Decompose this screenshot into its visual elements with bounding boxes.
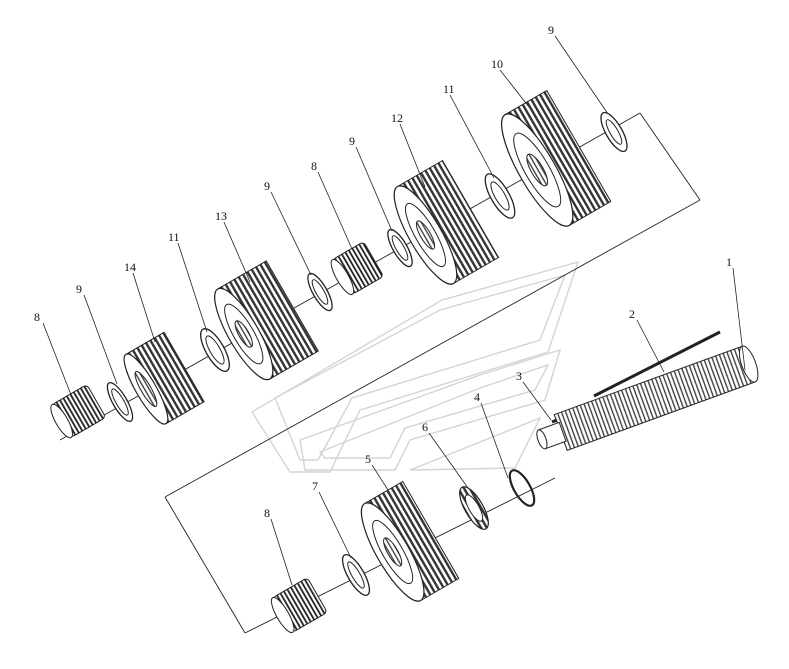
part-2-key-bar [593,330,721,398]
part-7-thrust-washer [341,554,371,596]
part-12-gear [393,159,500,285]
callout-8b: 8 [311,159,317,173]
callout-13: 13 [215,209,227,223]
part-3-pin [551,418,558,424]
callout-11a: 11 [168,230,180,244]
callout-7: 7 [312,479,318,493]
callout-9b: 9 [264,179,270,193]
callout-5: 5 [365,452,371,466]
part-5-gear [360,480,460,602]
part-4-snap-ring [508,469,536,507]
callout-9e: 9 [548,23,554,37]
part-8b-needle-bearing [330,242,383,296]
callout-14: 14 [124,260,136,274]
leader-lines [42,35,746,586]
callout-8a: 8 [34,310,40,324]
part-9e-thrust-washer [600,111,628,153]
callout-1: 1 [726,255,732,269]
part-11b-synchronizer-ring [484,173,516,219]
callout-9c: 9 [349,134,355,148]
callout-6: 6 [422,420,428,434]
callouts: 8 9 14 11 13 9 8 9 12 11 10 9 1 2 3 4 6 … [34,23,732,520]
watermark-logo [251,260,580,473]
part-13-gear [214,260,319,381]
part-14-gear [123,331,205,425]
callout-4: 4 [474,390,480,404]
callout-2: 2 [629,307,635,321]
callout-12: 12 [391,111,403,125]
part-8c-needle-bearing [270,578,327,634]
part-1-main-shaft [536,345,759,451]
part-10-gear [501,89,612,227]
part-6-synchronizer-hub [459,486,489,530]
callout-10: 10 [491,57,503,71]
callout-3: 3 [516,369,522,383]
part-9b-thrust-washer [307,272,333,312]
part-8a-needle-bearing [50,385,105,439]
part-9a-thrust-washer [106,381,134,423]
callout-8c: 8 [264,506,270,520]
callout-11b: 11 [443,82,455,96]
part-11a-synchronizer-ring [200,328,230,372]
part-9c-thrust-washer [387,228,413,268]
callout-9a: 9 [76,282,82,296]
